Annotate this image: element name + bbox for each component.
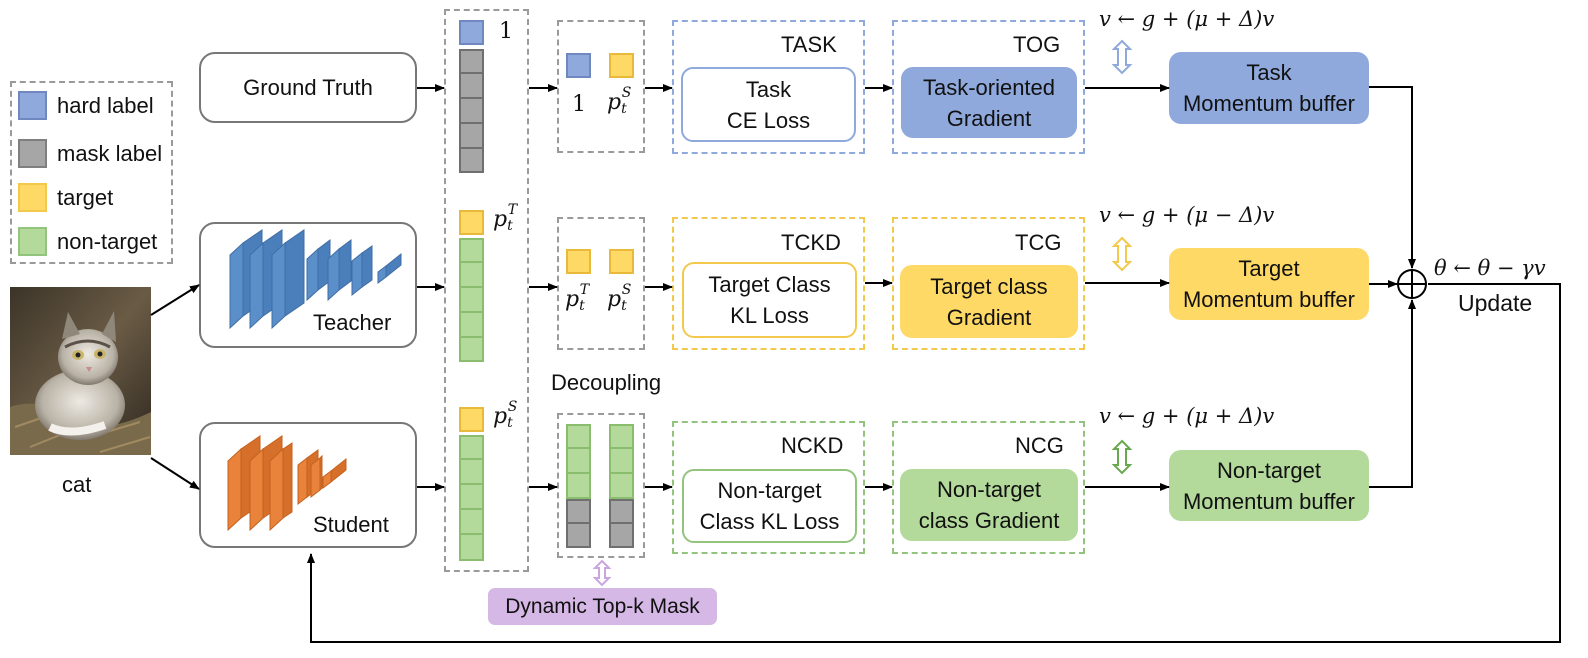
tckd-kl-loss-box: Target Class KL Loss (682, 262, 857, 338)
mask-label-stack (459, 49, 484, 173)
legend-panel (10, 81, 173, 264)
legend-hard-label-text: hard label (57, 93, 154, 118)
student-prob-label: ptS (493, 398, 518, 432)
decoupling-label: Decoupling (551, 370, 662, 395)
legend-non-target-text: non-target (57, 229, 158, 254)
hard-label-one: 1 (499, 19, 513, 44)
teacher-prob-label: ptT (493, 201, 518, 235)
task-pair-student-prob: ptS (607, 84, 632, 118)
task-buffer-line1: Task (1246, 60, 1292, 85)
tckd-pair-student-cell (609, 249, 634, 274)
tckd-pair-student-prob: ptS (607, 281, 632, 315)
task-momentum-buffer: Task Momentum buffer (1169, 52, 1369, 124)
tog-line2: Gradient (946, 105, 1032, 131)
target-momentum-buffer: Target Momentum buffer (1169, 248, 1369, 320)
hard-label-cell (459, 20, 484, 45)
legend-mask-label-swatch (18, 139, 47, 168)
nckd-pair-student-stack (609, 424, 634, 548)
target-buffer-line2: Momentum buffer (1182, 287, 1355, 312)
task-oriented-gradient-box: Task-oriented Gradient (901, 67, 1077, 138)
task-group-panel (672, 20, 865, 154)
task-pair-one: 1 (572, 92, 586, 117)
legend-target-text: target (57, 185, 114, 210)
nckd-kl-loss-box: Non-target Class KL Loss (682, 469, 857, 543)
non-target-buffer-line2: Momentum buffer (1182, 488, 1355, 514)
tckd-update-rule: v ← g + (μ − Δ)v (1099, 203, 1275, 227)
tckd-pair-panel (557, 217, 645, 350)
tcg-group-title: TCG (1015, 230, 1062, 255)
task-pair-student-cell (609, 53, 634, 78)
student-target-cell (459, 407, 484, 432)
student-label: Student (313, 512, 389, 537)
tckd-loss-line1: Target Class (708, 272, 831, 297)
tckd-pair-teacher-cell (566, 249, 591, 274)
nckd-pair-teacher-stack (566, 424, 591, 548)
dynamic-topk-mask-button[interactable]: Dynamic Top-k Mask (488, 588, 717, 625)
target-class-gradient-box: Target class Gradient (900, 265, 1078, 338)
ground-truth-node: Ground Truth (199, 52, 417, 123)
teacher-non-target-stack (459, 238, 484, 362)
tckd-group-title: TCKD (781, 230, 841, 255)
ncg-line2: class Gradient (918, 508, 1060, 533)
tcg-line1: Target class (930, 273, 1048, 299)
task-buffer-line2: Momentum buffer (1182, 91, 1355, 116)
task-pair-hard-cell (566, 53, 591, 78)
dynamic-topk-mask-label: Dynamic Top-k Mask (505, 595, 700, 618)
mask-adjust-arrow-icon (592, 559, 612, 587)
tog-group-panel (892, 20, 1085, 154)
task-adjust-arrow-icon (1111, 39, 1133, 75)
label-column-panel (444, 9, 529, 572)
tckd-loss-line2: KL Loss (730, 303, 809, 328)
ncg-group-title: NCG (1015, 433, 1064, 458)
legend-hard-label-swatch (18, 91, 47, 120)
sum-node-icon (1397, 269, 1427, 299)
tog-group-title: TOG (1013, 32, 1061, 57)
teacher-label: Teacher (313, 310, 392, 335)
target-buffer-line1: Target (1238, 256, 1300, 281)
target-adjust-arrow-icon (1111, 236, 1133, 272)
task-ce-loss-box: Task CE Loss (681, 67, 856, 142)
legend-target-swatch (18, 183, 47, 212)
tcg-line2: Gradient (946, 304, 1032, 330)
task-group-title: TASK (781, 32, 837, 57)
non-target-buffer-line1: Non-target (1217, 457, 1321, 483)
teacher-target-cell (459, 210, 484, 235)
nckd-loss-line2: Class KL Loss (699, 509, 840, 534)
ground-truth-label: Ground Truth (243, 75, 373, 100)
legend-mask-label-text: mask label (57, 141, 163, 166)
input-label: cat (62, 472, 92, 497)
student-non-target-stack (459, 435, 484, 561)
tckd-pair-teacher-prob: ptT (565, 281, 590, 315)
legend-non-target-swatch (18, 227, 47, 256)
task-update-rule: v ← g + (μ + Δ)v (1099, 7, 1275, 31)
param-update-rule: θ ← θ − γv (1434, 256, 1546, 280)
nckd-group-title: NCKD (781, 433, 844, 458)
cat-image (10, 287, 151, 455)
task-pair-panel (557, 20, 645, 153)
ncg-line1: Non-target (937, 477, 1041, 502)
tog-line1: Task-oriented (922, 74, 1056, 100)
nckd-update-rule: v ← g + (μ + Δ)v (1099, 404, 1275, 428)
task-loss-line2: CE Loss (726, 107, 811, 133)
task-loss-line1: Task (745, 76, 792, 102)
non-target-class-gradient-box: Non-target class Gradient (900, 469, 1078, 541)
nckd-loss-line1: Non-target (717, 478, 822, 503)
update-label: Update (1458, 290, 1533, 316)
non-target-momentum-buffer: Non-target Momentum buffer (1169, 450, 1369, 521)
non-target-adjust-arrow-icon (1111, 439, 1133, 475)
